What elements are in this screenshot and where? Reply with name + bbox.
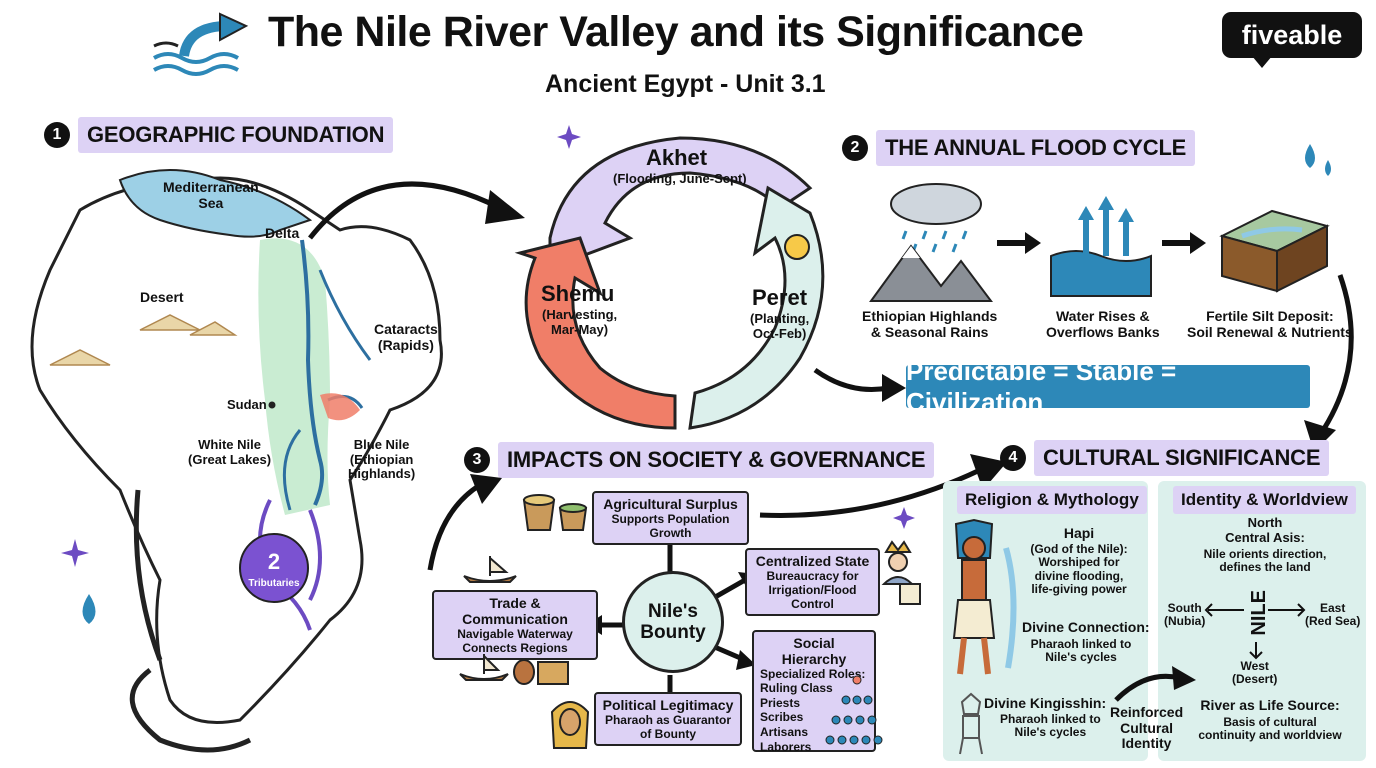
king-scroll-icon bbox=[881, 540, 921, 605]
impact-title: Political Legitimacy bbox=[602, 697, 734, 713]
impact-political-legitimacy: Political Legitimacy Pharaoh as Guaranto… bbox=[594, 692, 742, 746]
boat-icon bbox=[459, 654, 509, 681]
impact-sub: Supports Population Growth bbox=[611, 512, 730, 540]
label-blue-nile: Blue Nile (Ethiopian Highlands) bbox=[348, 437, 416, 482]
life-source-text: Basis of cultural continuity and worldvi… bbox=[1198, 715, 1342, 743]
sparkle-icon bbox=[557, 125, 581, 149]
boat-icon bbox=[463, 556, 517, 583]
brand-logo[interactable]: fiveable bbox=[1222, 12, 1362, 58]
divine-kingship-title: Divine Kingisshin: bbox=[984, 695, 1107, 711]
page-title: The Nile River Valley and its Significan… bbox=[268, 8, 1084, 56]
pharaoh-mask-icon bbox=[550, 701, 590, 749]
civilization-equation-banner: Predictable = Stable = Civilization bbox=[906, 356, 1310, 417]
impact-centralized-state: Centralized State Bureaucracy for Irriga… bbox=[745, 548, 880, 616]
curved-arrow-icon bbox=[813, 367, 906, 402]
soil-layer-icon bbox=[1219, 209, 1330, 293]
season-peret-detail: (Planting, Oct-Feb) bbox=[750, 311, 810, 341]
impact-sub: Bureaucracy for Irrigation/Flood Control bbox=[766, 569, 859, 611]
identity-panel-title: Identity & Worldview bbox=[1173, 486, 1356, 514]
section-geographic-foundation-heading: 1 GEOGRAPHIC FOUNDATION bbox=[44, 117, 394, 153]
wave-arrow-logo-icon bbox=[153, 12, 249, 76]
label-mediterranean-sea: Mediterranean Sea bbox=[163, 179, 259, 211]
worldview-axis-title: North Central Asis: bbox=[1225, 515, 1305, 545]
impact-trade-communication: Trade & Communication Navigable Waterway… bbox=[432, 590, 598, 660]
pottery-crates-icon bbox=[513, 659, 569, 685]
section-title: GEOGRAPHIC FOUNDATION bbox=[78, 117, 394, 153]
impact-sub: Navigable Waterway Connects Regions bbox=[457, 627, 573, 655]
season-shemu-name: Shemu bbox=[541, 281, 615, 306]
impact-title: Trade & Communication bbox=[462, 595, 568, 627]
curved-arrow-icon bbox=[1114, 666, 1196, 702]
water-drop-icon bbox=[1305, 144, 1331, 176]
curved-arrow-icon bbox=[427, 474, 502, 571]
compass-arrows-icon bbox=[1204, 603, 1306, 660]
hapi-god-icon bbox=[952, 518, 1017, 675]
curved-arrow-icon bbox=[1304, 274, 1354, 452]
hierarchy-roles: Ruling Class Priests Scribes Artisans La… bbox=[760, 681, 833, 754]
label-cataracts: Cataracts (Rapids) bbox=[374, 321, 438, 353]
sparkle-icon bbox=[61, 539, 89, 567]
pharaoh-outline-icon bbox=[959, 692, 983, 755]
section-number: 3 bbox=[464, 447, 490, 473]
hapi-text: (God of the Nile): Worshiped for divine … bbox=[1030, 542, 1128, 597]
impact-title: Agricultural Surplus bbox=[603, 496, 738, 512]
section-flood-cycle-heading: 2 THE ANNUAL FLOOD CYCLE bbox=[842, 130, 1196, 166]
label-delta: Delta bbox=[265, 225, 300, 241]
arrow-right-icon bbox=[997, 232, 1041, 254]
rain-mountains-icon bbox=[869, 183, 993, 302]
sparkle-icon bbox=[893, 507, 915, 529]
hub-label: Nile's Bounty bbox=[640, 600, 706, 643]
divine-connection-text: Pharaoh linked to Nile's cycles bbox=[1030, 637, 1132, 665]
season-peret-name: Peret bbox=[752, 285, 808, 310]
season-akhet-detail: (Flooding, June-Sept) bbox=[613, 171, 747, 186]
identity-panel bbox=[1158, 481, 1366, 761]
life-source-title: River as Life Source: bbox=[1200, 697, 1340, 713]
brand-logo-tail bbox=[1252, 56, 1272, 68]
direction-east: East (Red Sea) bbox=[1305, 601, 1361, 629]
divine-connection-title: Divine Connection: bbox=[1022, 619, 1150, 635]
impact-agricultural-surplus: Agricultural Surplus Supports Population… bbox=[592, 491, 749, 545]
section-number: 4 bbox=[1000, 445, 1026, 471]
label-desert: Desert bbox=[140, 289, 184, 305]
divine-kingship-text: Pharaoh linked to Nile's cycles bbox=[1000, 712, 1101, 740]
hierarchy-pyramid-icon bbox=[825, 675, 883, 745]
impact-title: Centralized State bbox=[755, 553, 870, 569]
label-tributaries: Tributaries bbox=[248, 578, 300, 589]
season-akhet-name: Akhet bbox=[646, 145, 708, 170]
section-number: 2 bbox=[842, 135, 868, 161]
direction-south: South (Nubia) bbox=[1164, 601, 1206, 629]
impact-title: Social Hierarchy bbox=[781, 635, 847, 667]
section-number: 1 bbox=[44, 122, 70, 148]
label-white-nile: White Nile (Great Lakes) bbox=[188, 437, 272, 467]
impact-sub: Pharaoh as Guarantor of Bounty bbox=[604, 713, 732, 741]
africa-map-illustration bbox=[30, 169, 443, 753]
direction-west: West (Desert) bbox=[1232, 659, 1278, 687]
impact-sub: Specialized Roles: bbox=[760, 667, 866, 681]
sun-icon bbox=[784, 234, 810, 260]
section-cultural-heading: 4 CULTURAL SIGNIFICANCE bbox=[1000, 440, 1330, 476]
rising-water-icon bbox=[1050, 196, 1152, 297]
section-title: THE ANNUAL FLOOD CYCLE bbox=[876, 130, 1196, 166]
page-subtitle: Ancient Egypt - Unit 3.1 bbox=[545, 70, 826, 98]
religion-panel-title: Religion & Mythology bbox=[957, 486, 1147, 514]
section-title: IMPACTS ON SOCIETY & GOVERNANCE bbox=[498, 442, 935, 478]
label-sudan: Sudan bbox=[227, 397, 267, 412]
arrow-right-icon bbox=[1162, 232, 1206, 254]
nile-bounty-hub: Nile's Bounty bbox=[622, 571, 724, 673]
flood-step-silt: Fertile Silt Deposit: Soil Renewal & Nut… bbox=[1187, 308, 1353, 340]
worldview-axis-text: Nile orients direction, defines the land bbox=[1203, 547, 1327, 575]
impact-social-hierarchy: Social Hierarchy Specialized Roles: Ruli… bbox=[752, 630, 876, 754]
tributaries-count: 2 bbox=[267, 549, 281, 574]
season-shemu-detail: (Harvesting, Mar-May) bbox=[542, 307, 618, 337]
section-title: CULTURAL SIGNIFICANCE bbox=[1034, 440, 1330, 476]
grain-baskets-icon bbox=[522, 494, 588, 531]
curved-arrow-icon bbox=[308, 181, 525, 240]
reinforced-identity-label: Reinforced Cultural Identity bbox=[1110, 704, 1184, 752]
water-drop-icon bbox=[82, 594, 96, 624]
flood-step-rains: Ethiopian Highlands & Seasonal Rains bbox=[862, 308, 998, 340]
hapi-title: Hapi bbox=[1063, 525, 1095, 541]
section-impacts-heading: 3 IMPACTS ON SOCIETY & GOVERNANCE bbox=[464, 442, 935, 478]
flood-step-water-rises: Water Rises & Overflows Banks bbox=[1046, 308, 1160, 340]
